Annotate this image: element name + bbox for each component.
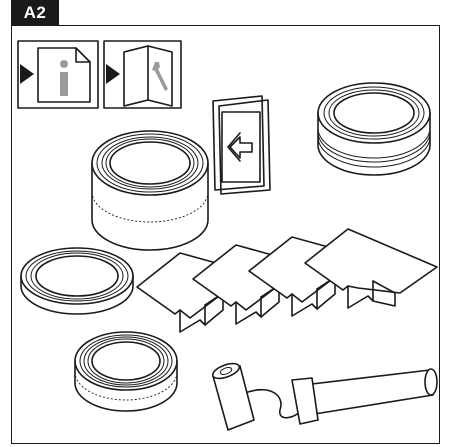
arrow-left-panel-icon — [212, 95, 271, 195]
figure-frame — [11, 25, 440, 444]
service-manual-icon — [103, 40, 182, 109]
info-document-icon — [17, 40, 99, 109]
corner-pieces — [136, 228, 438, 333]
tape-roll-flat — [20, 247, 134, 315]
tape-roll-wide — [91, 130, 209, 251]
tape-roll-large — [317, 82, 431, 176]
tape-roll-bottom — [74, 331, 178, 412]
pressure-roller-icon — [211, 362, 438, 431]
figure-label: A2 — [11, 0, 59, 26]
